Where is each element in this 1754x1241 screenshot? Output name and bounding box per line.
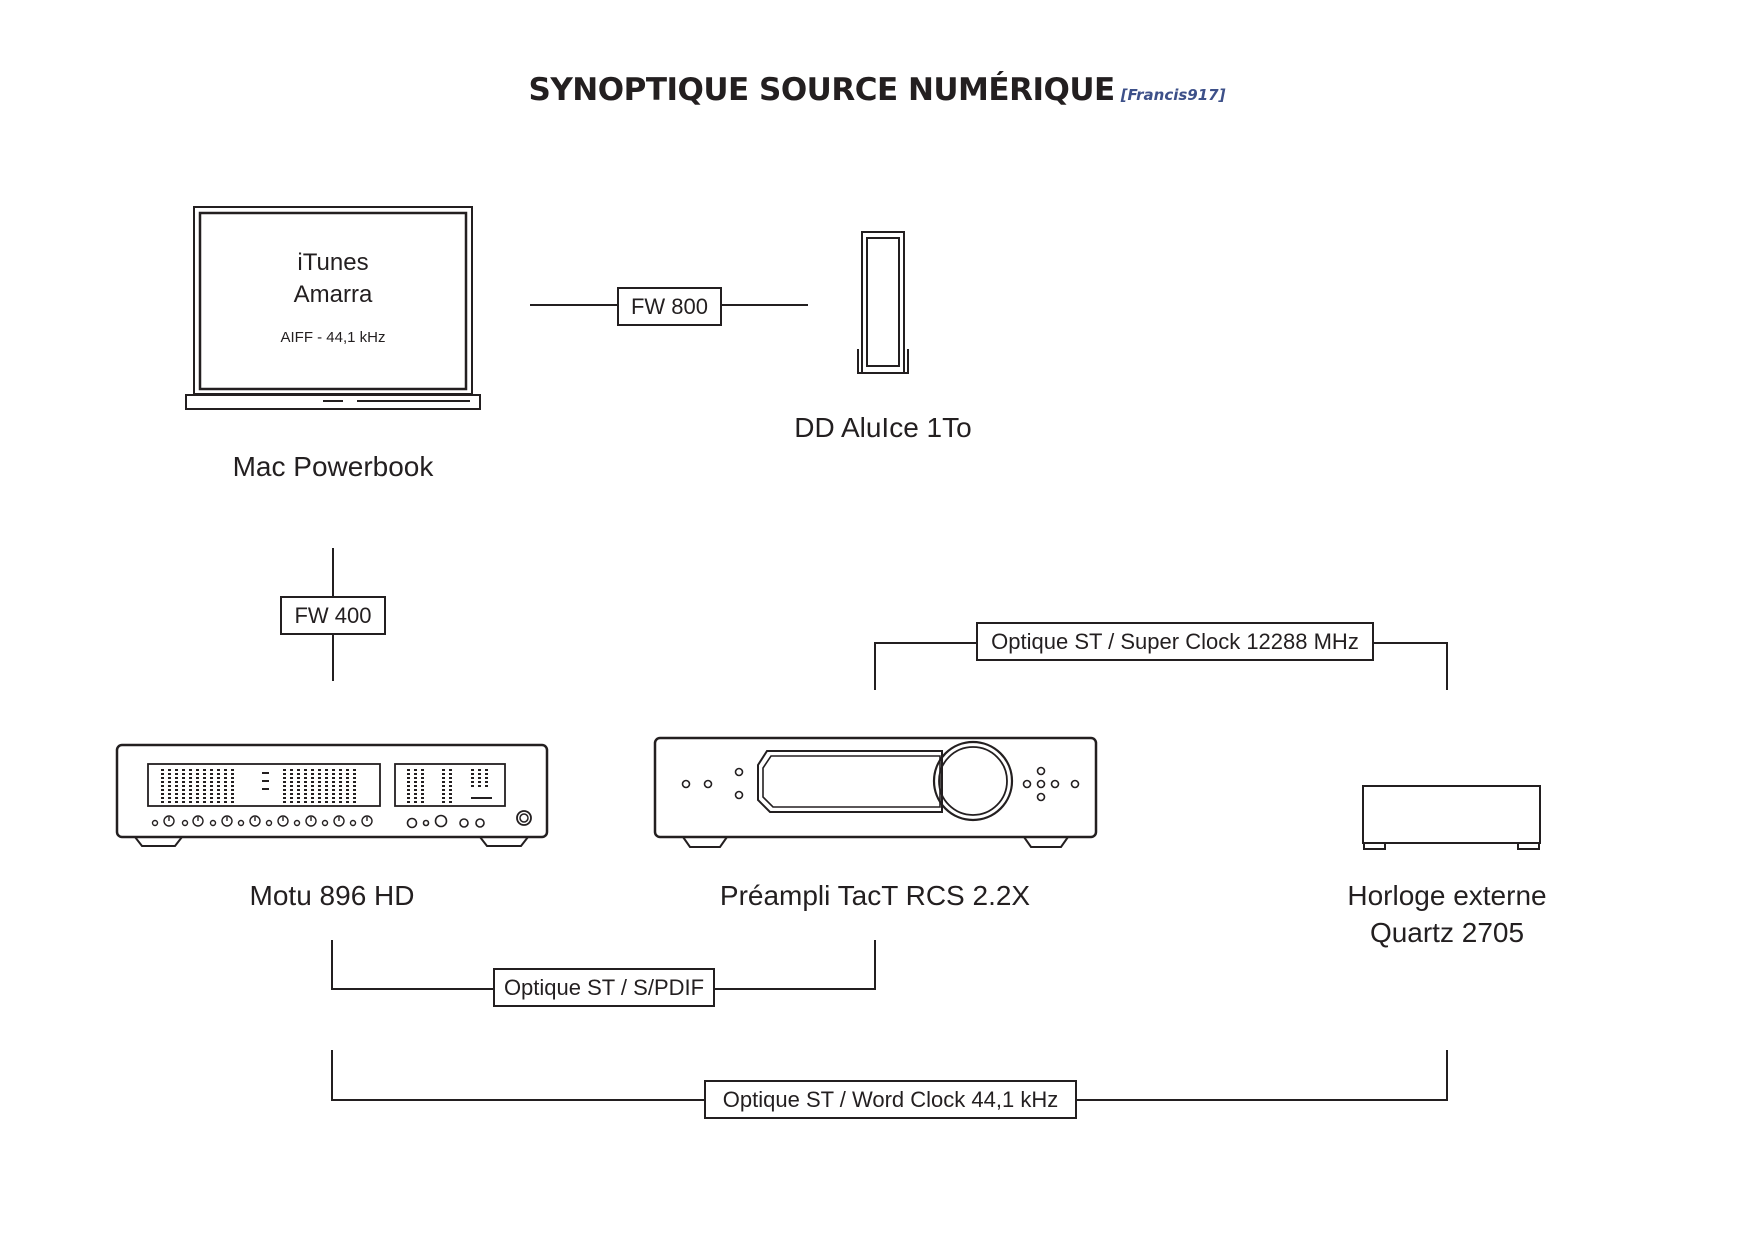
page-title: SYNOPTIQUE SOURCE NUMÉRIQUE [528, 72, 1116, 108]
connection-superclock: Optique ST / Super Clock 12288 MHz [976, 622, 1374, 661]
audio-interface-label: Motu 896 HD [249, 880, 415, 911]
audio-interface-icon [115, 743, 549, 847]
laptop-screen-format: AIFF - 44,1 kHz [280, 329, 386, 346]
hard-drive-icon [857, 231, 909, 374]
clock-label-line2: Quartz 2705 [1369, 917, 1525, 948]
laptop-screen-line2: Amarra [293, 281, 373, 308]
connection-fw800: FW 800 [617, 287, 722, 326]
preamp-label: Préampli TacT RCS 2.2X [719, 880, 1031, 911]
connection-wordclock: Optique ST / Word Clock 44,1 kHz [704, 1080, 1077, 1119]
preamp-icon [653, 736, 1098, 848]
clock-box-icon [1362, 785, 1541, 850]
connection-spdif: Optique ST / S/PDIF [493, 968, 715, 1007]
header: SYNOPTIQUE SOURCE NUMÉRIQUE[Francis917] [0, 72, 1754, 108]
connection-fw400: FW 400 [280, 596, 386, 635]
hard-drive-label: DD AluIce 1To [794, 412, 972, 443]
laptop-label: Mac Powerbook [232, 451, 434, 482]
clock-label-line1: Horloge externe [1347, 880, 1547, 911]
laptop-screen-line1: iTunes [297, 249, 369, 276]
author-credit: [Francis917] [1120, 86, 1226, 104]
laptop-icon [185, 206, 481, 410]
